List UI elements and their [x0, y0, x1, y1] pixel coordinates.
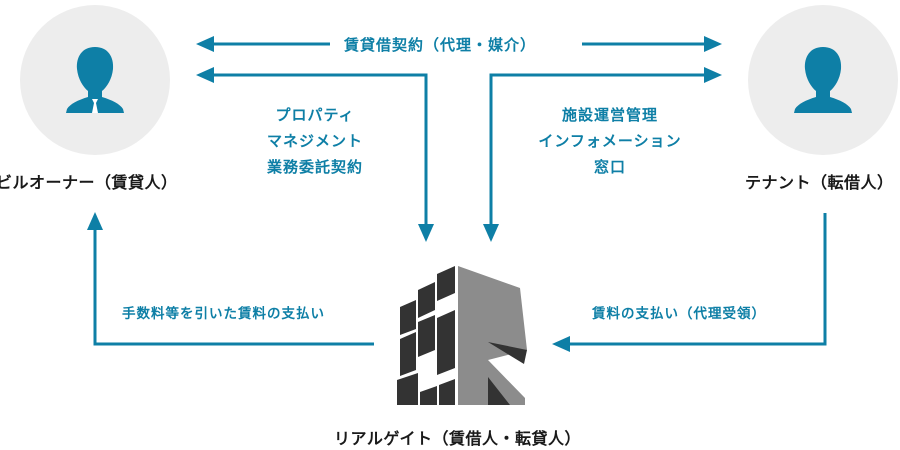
company-label: リアルゲイト（賃借人・転貸人）: [334, 429, 582, 448]
person-icon: [794, 47, 852, 113]
owner-label: ビルオーナー（賃貸人）: [0, 173, 178, 192]
arrow-left-icon: [196, 67, 214, 83]
property-management-label: プロパティ マネジメント 業務委託契約: [250, 102, 380, 180]
arrow-up-icon: [87, 212, 103, 230]
arrow-down-icon: [418, 224, 434, 242]
facility-management-line-1: 施設運営管理: [561, 106, 658, 124]
payment-to-owner-line: [93, 228, 374, 346]
pm-line: [212, 73, 428, 226]
arrow-right-icon: [704, 36, 722, 52]
arrow-right-icon: [704, 67, 722, 83]
property-management-line-1: プロパティ: [275, 106, 355, 124]
tenant-avatar-circle: [748, 5, 898, 155]
arrow-left-icon: [552, 336, 570, 352]
facility-line: [489, 73, 706, 226]
building-logo-icon: [397, 266, 527, 405]
payment-from-tenant-line: [568, 213, 827, 346]
owner-avatar-circle: [20, 5, 170, 155]
facility-management-line-3: 窓口: [593, 158, 626, 176]
facility-management-line-2: インフォメーション: [538, 132, 682, 150]
tenant-label: テナント（転借人）: [745, 173, 894, 192]
payment-to-owner-label: 手数料等を引いた賃料の支払い: [122, 306, 325, 322]
property-management-line-3: 業務委託契約: [266, 158, 363, 176]
arrow-left-icon: [196, 36, 214, 52]
property-management-line-2: マネジメント: [266, 132, 363, 150]
facility-management-label: 施設運営管理 インフォメーション 窓口: [520, 102, 700, 180]
lease-contract-label: 賃貸借契約（代理・媒介）: [344, 36, 537, 54]
person-with-tie-icon: [66, 47, 124, 113]
payment-from-tenant-label: 賃料の支払い（代理受領）: [592, 306, 766, 322]
arrow-down-icon: [483, 224, 499, 242]
